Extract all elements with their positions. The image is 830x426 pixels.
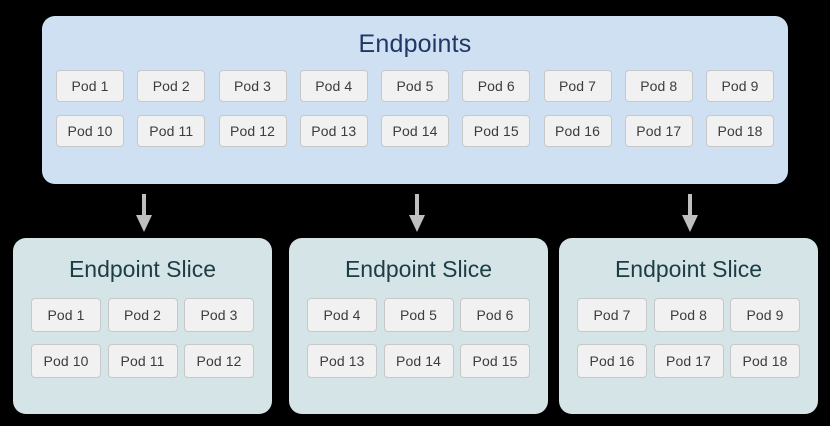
pod-chip[interactable]: Pod 14 [381,115,449,147]
pod-chip[interactable]: Pod 10 [56,115,124,147]
slice-pod-grid: Pod 4 Pod 5 Pod 6 Pod 13 Pod 14 Pod 15 [307,298,530,390]
slice-pod-row-2: Pod 16 Pod 17 Pod 18 [577,344,800,378]
pod-chip[interactable]: Pod 1 [56,70,124,102]
pod-chip[interactable]: Pod 13 [307,344,377,378]
pod-chip[interactable]: Pod 17 [624,115,693,147]
pod-chip[interactable]: Pod 2 [107,298,178,332]
pod-chip[interactable]: Pod 4 [307,298,377,332]
pod-chip[interactable]: Pod 8 [624,70,693,102]
pod-chip[interactable]: Pod 16 [577,344,647,378]
pod-chip[interactable]: Pod 5 [381,70,449,102]
arrow-to-slice-2-icon [405,194,429,234]
endpoints-pod-grid: Pod 1 Pod 2 Pod 3 Pod 4 Pod 5 Pod 6 Pod … [56,70,774,160]
slice-pod-row-1: Pod 4 Pod 5 Pod 6 [307,298,530,332]
pod-chip[interactable]: Pod 2 [137,70,206,102]
pod-chip[interactable]: Pod 18 [730,344,800,378]
pod-chip[interactable]: Pod 13 [299,115,368,147]
endpoint-slice-panel-1: Endpoint Slice Pod 1 Pod 2 Pod 3 Pod 10 … [13,238,272,414]
pod-chip[interactable]: Pod 12 [218,115,287,147]
pod-chip[interactable]: Pod 14 [383,344,454,378]
pod-chip[interactable]: Pod 16 [543,115,612,147]
pod-chip[interactable]: Pod 7 [577,298,647,332]
pod-chip[interactable]: Pod 6 [462,70,531,102]
pod-chip[interactable]: Pod 18 [706,115,774,147]
slice-pod-row-2: Pod 13 Pod 14 Pod 15 [307,344,530,378]
endpoints-pod-row-2: Pod 10 Pod 11 Pod 12 Pod 13 Pod 14 Pod 1… [56,115,774,147]
slice-pod-grid: Pod 1 Pod 2 Pod 3 Pod 10 Pod 11 Pod 12 [31,298,254,390]
endpoints-pod-row-1: Pod 1 Pod 2 Pod 3 Pod 4 Pod 5 Pod 6 Pod … [56,70,774,102]
pod-chip[interactable]: Pod 17 [653,344,724,378]
endpoints-panel: Endpoints Pod 1 Pod 2 Pod 3 Pod 4 Pod 5 … [42,16,788,184]
endpoint-slice-panel-2: Endpoint Slice Pod 4 Pod 5 Pod 6 Pod 13 … [289,238,548,414]
pod-chip[interactable]: Pod 5 [383,298,454,332]
pod-chip[interactable]: Pod 3 [184,298,254,332]
pod-chip[interactable]: Pod 11 [107,344,178,378]
pod-chip[interactable]: Pod 3 [218,70,287,102]
slice-pod-row-2: Pod 10 Pod 11 Pod 12 [31,344,254,378]
pod-chip[interactable]: Pod 9 [730,298,800,332]
endpoint-slice-title: Endpoint Slice [68,256,217,282]
pod-chip[interactable]: Pod 7 [543,70,612,102]
pod-chip[interactable]: Pod 11 [137,115,206,147]
pod-chip[interactable]: Pod 12 [184,344,254,378]
arrow-to-slice-1-icon [132,194,156,234]
slice-pod-grid: Pod 7 Pod 8 Pod 9 Pod 16 Pod 17 Pod 18 [577,298,800,390]
pod-chip[interactable]: Pod 4 [299,70,368,102]
slice-pod-row-1: Pod 7 Pod 8 Pod 9 [577,298,800,332]
arrow-to-slice-3-icon [678,194,702,234]
endpoint-slice-panel-3: Endpoint Slice Pod 7 Pod 8 Pod 9 Pod 16 … [559,238,818,414]
pod-chip[interactable]: Pod 15 [460,344,530,378]
endpoint-slice-title: Endpoint Slice [344,256,493,282]
pod-chip[interactable]: Pod 15 [462,115,531,147]
slice-pod-row-1: Pod 1 Pod 2 Pod 3 [31,298,254,332]
endpoints-title: Endpoints [358,30,472,58]
endpoint-slice-title: Endpoint Slice [614,256,763,282]
pod-chip[interactable]: Pod 6 [460,298,530,332]
pod-chip[interactable]: Pod 10 [31,344,101,378]
pod-chip[interactable]: Pod 8 [653,298,724,332]
pod-chip[interactable]: Pod 1 [31,298,101,332]
pod-chip[interactable]: Pod 9 [706,70,774,102]
